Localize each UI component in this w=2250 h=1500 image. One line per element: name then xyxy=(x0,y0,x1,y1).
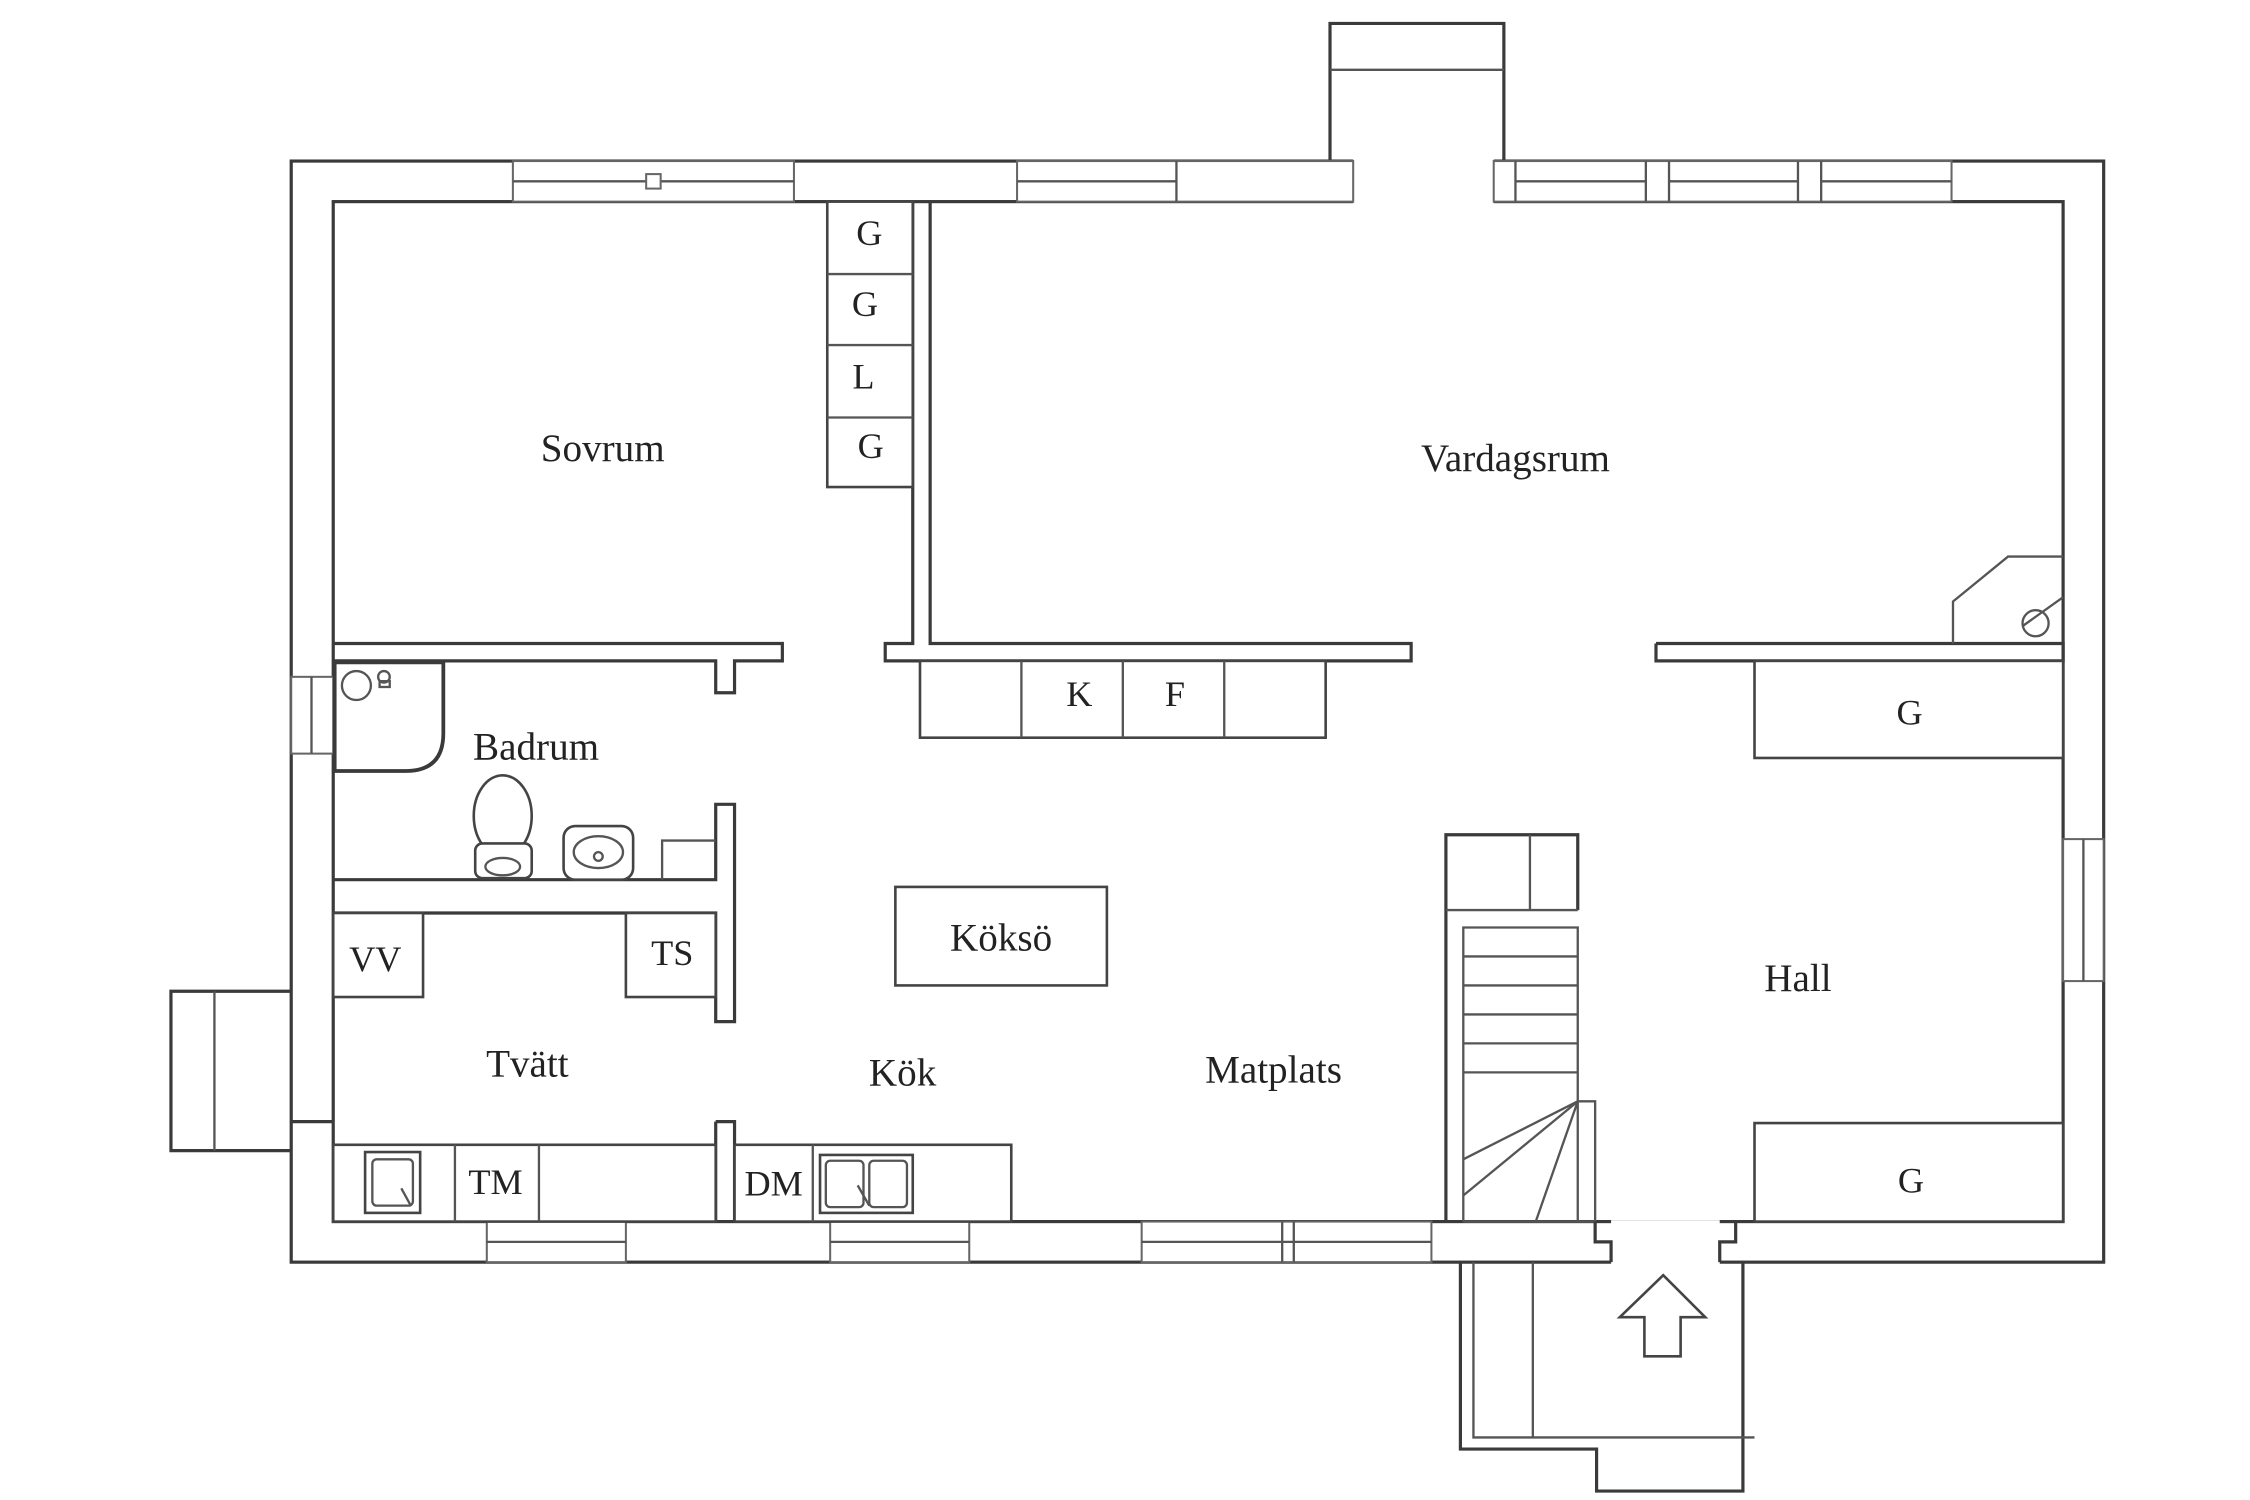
wardrobe-label: G xyxy=(1898,1161,1924,1201)
sovrum-wardrobes xyxy=(825,200,915,489)
room-label-vardagsrum: Vardagsrum xyxy=(1421,437,1610,480)
water-heater-label: VV xyxy=(349,939,401,979)
kitchen-tall-units xyxy=(918,659,1327,739)
wardrobe-label: G xyxy=(856,213,882,253)
windows xyxy=(290,160,2105,1264)
room-label-tvatt: Tvätt xyxy=(486,1043,569,1086)
fridge-label: K xyxy=(1066,674,1092,714)
entrance xyxy=(1458,1220,1755,1493)
wardrobe-label: G xyxy=(1896,693,1922,733)
kitchen-island xyxy=(894,885,1109,987)
washing-machine-label: TM xyxy=(468,1162,522,1202)
laundry-units xyxy=(331,911,718,1223)
bathroom-fixtures xyxy=(332,660,716,881)
room-label-badrum: Badrum xyxy=(473,725,599,768)
room-label-hall: Hall xyxy=(1764,957,1831,1000)
room-labels: Sovrum Vardagsrum Badrum Tvätt Kök Matpl… xyxy=(473,427,1832,1094)
fixture-labels: G G L G K F G G VV TS TM DM xyxy=(349,213,1924,1203)
wardrobe-label: G xyxy=(852,284,878,324)
linen-cabinet-label: L xyxy=(852,357,874,397)
staircase xyxy=(1444,833,1597,1223)
fireplace xyxy=(1951,555,2064,644)
top-bay xyxy=(1328,21,1506,206)
freezer-label: F xyxy=(1165,674,1185,714)
left-bay xyxy=(169,989,292,1153)
dishwasher-label: DM xyxy=(744,1164,802,1204)
entrance-arrow-icon xyxy=(1616,1273,1709,1358)
room-label-sovrum: Sovrum xyxy=(541,427,665,470)
room-label-matplats: Matplats xyxy=(1205,1049,1342,1092)
room-label-kokso: Köksö xyxy=(950,917,1052,960)
tumble-dryer-label: TS xyxy=(651,933,693,973)
room-label-kok: Kök xyxy=(869,1051,937,1094)
wardrobe-label: G xyxy=(858,426,884,466)
kitchen-counter xyxy=(733,1143,1013,1223)
hall-wardrobes xyxy=(1753,659,2065,1223)
